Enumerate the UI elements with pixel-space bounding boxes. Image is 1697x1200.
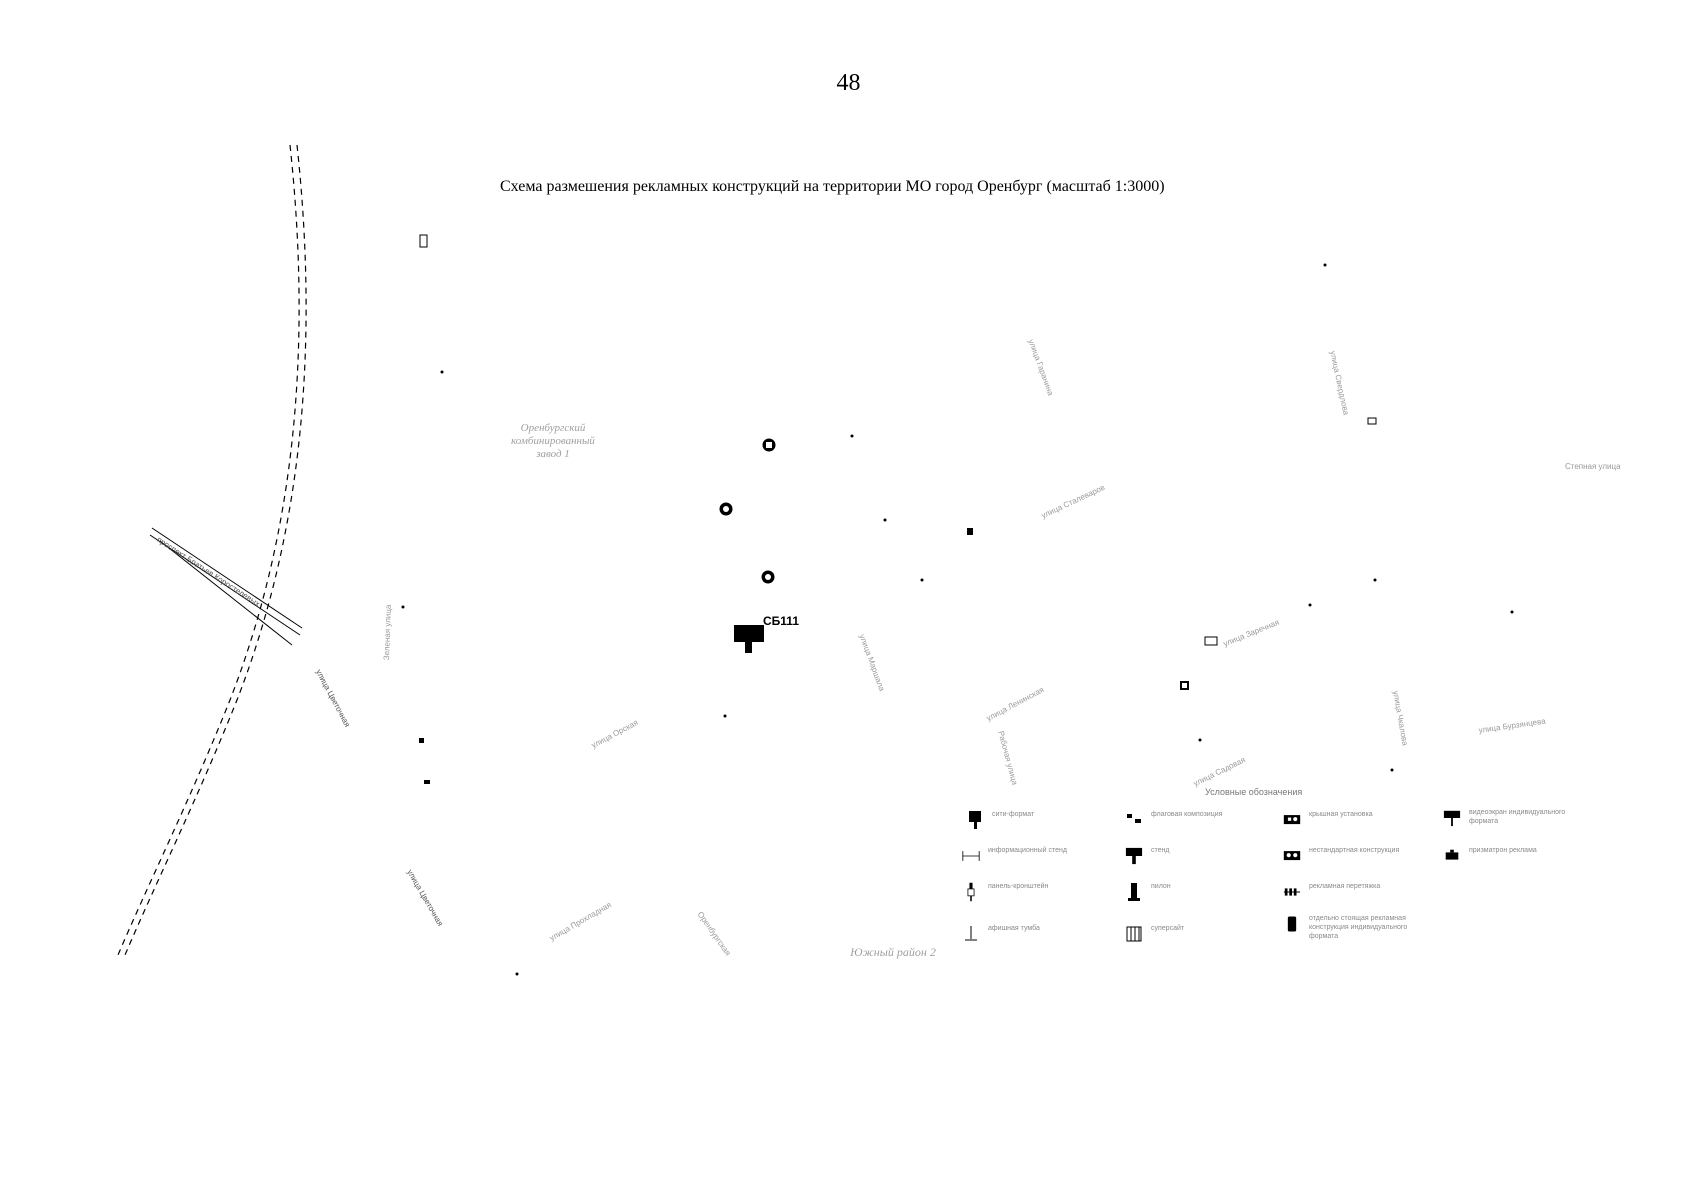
street-a: Зеленая улица (382, 604, 393, 661)
legend-item-info-stand: информационный стенд (962, 846, 1112, 866)
railway-line (117, 144, 307, 956)
page-number: 48 (836, 70, 861, 96)
legend-item-tumba: афишная тумба (962, 924, 1112, 944)
legend-item-pylon: пилон (1125, 882, 1275, 902)
legend-label: призматрон реклама (1469, 847, 1537, 854)
legend-item-stand: стенд (1125, 846, 1275, 866)
flag-icon (1127, 814, 1141, 823)
legend-item-flag: флаговая композиция (1125, 810, 1275, 830)
pylon-icon (1128, 883, 1140, 901)
poster-tumba-icon (965, 926, 977, 941)
illuminated-installation-icon (1283, 851, 1301, 861)
district-label-2: Южный район 2 (850, 945, 936, 959)
legend-label: флаговая композиция (1151, 811, 1223, 818)
poi-marker-2 (719, 502, 733, 516)
poi-marker-1 (762, 438, 776, 452)
stand-icon (1125, 847, 1143, 865)
legend-label: нестандартная конструкция (1309, 847, 1400, 854)
billboard-marker[interactable] (734, 625, 764, 653)
bracket-panel-icon (967, 882, 975, 902)
legend-label: сити-формат (992, 811, 1035, 818)
legend-label: панель-кронштейн (988, 883, 1049, 890)
billboard-icon (969, 811, 981, 829)
legend-label: рекламная перетяжка (1309, 883, 1381, 890)
map-title: Схема размешения рекламных конструкций н… (500, 178, 1165, 195)
advertising-structure-icon (1445, 849, 1459, 860)
legend-label: пилон (1151, 883, 1171, 890)
banner-stretch-icon (1283, 888, 1301, 896)
legend-label: афишная тумба (988, 925, 1040, 932)
legend-label: отдельно стоящая рекламная конструкция и… (1309, 915, 1408, 940)
roof-installation-icon (1283, 815, 1301, 825)
prospekt-road (149, 527, 303, 646)
legend-label: суперсайт (1151, 925, 1185, 932)
legend-label: крышная установка (1309, 811, 1373, 818)
legend-label: информационный стенд (988, 847, 1067, 854)
legend-item-video: видеоэкран индивидуального формата (1443, 808, 1593, 828)
super-site-icon (1126, 926, 1142, 942)
legend-label: стенд (1151, 847, 1170, 854)
poi-marker-3 (761, 570, 775, 584)
legend-title: Условные обозначения (1205, 787, 1303, 797)
poi-markers (719, 438, 776, 584)
legend-label: видеоэкран индивидуального формата (1469, 809, 1566, 825)
legend-item-roof: крышная установка (1283, 810, 1433, 830)
legend-item-city-format: сити-формат (966, 810, 1116, 830)
legend-item-illuminated: нестандартная конструкция (1283, 846, 1433, 866)
minor-marks (401, 234, 1514, 976)
legend-item-bracket: панель-кронштейн (962, 882, 1112, 902)
legend-item-prismatron: призматрон реклама (1443, 846, 1593, 866)
legend-item-supersite: суперсайт (1125, 924, 1275, 944)
column-icon (1287, 916, 1297, 932)
video-screen-icon (1443, 810, 1461, 827)
legend-item-individual: отдельно стоящая рекламная конструкция и… (1283, 914, 1433, 941)
street-o: Степная улица (1565, 462, 1621, 471)
marker-code-label: СБ111 (763, 614, 799, 628)
district-label-1: Оренбургский комбинированный завод 1 (511, 422, 595, 460)
info-stand-icon (962, 851, 980, 861)
legend-item-stretch: рекламная перетяжка (1283, 882, 1433, 902)
